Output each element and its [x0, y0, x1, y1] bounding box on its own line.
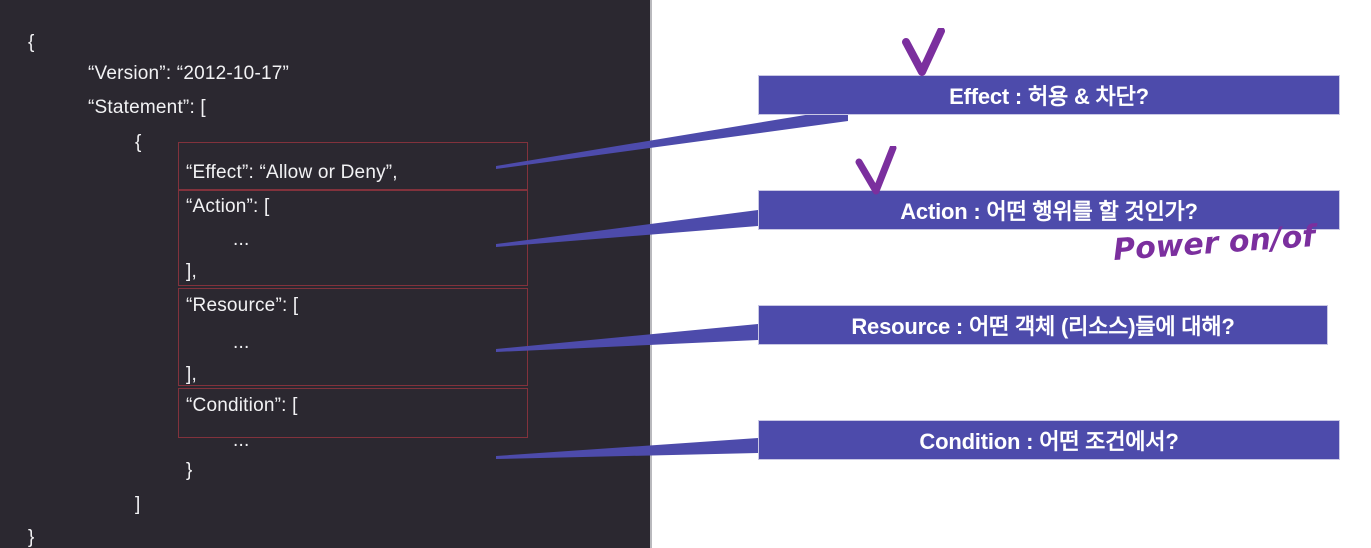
code-line-action: “Action”: [: [186, 196, 270, 217]
code-line: {: [28, 32, 35, 53]
banner-effect-label: Effect : 허용 & 차단?: [949, 84, 1149, 109]
banner-action[interactable]: Action : 어떤 행위를 할 것인가?: [758, 190, 1340, 230]
code-line: ],: [186, 364, 197, 385]
code-line: }: [186, 460, 193, 481]
code-line-condition: “Condition”: [: [186, 395, 298, 416]
code-line: ],: [186, 261, 197, 282]
banner-resource[interactable]: Resource : 어떤 객체 (리소스)들에 대해?: [758, 305, 1328, 345]
code-line-ellipsis: ...: [233, 229, 250, 250]
banner-condition-label: Condition : 어떤 조건에서?: [919, 429, 1179, 454]
code-line: “Version”: “2012-10-17”: [88, 63, 290, 84]
banner-condition[interactable]: Condition : 어떤 조건에서?: [758, 420, 1340, 460]
banner-effect[interactable]: Effect : 허용 & 차단?: [758, 75, 1340, 115]
code-line: ]: [135, 494, 141, 515]
code-line-resource: “Resource”: [: [186, 295, 299, 316]
code-line: }: [28, 527, 35, 548]
checkmark-icon: [902, 28, 945, 76]
banner-resource-label: Resource : 어떤 객체 (리소스)들에 대해?: [851, 314, 1235, 339]
code-line-ellipsis: ...: [233, 430, 250, 451]
code-line-ellipsis: ...: [233, 332, 250, 353]
json-code-panel: { “Version”: “2012-10-17” “Statement”: […: [0, 0, 652, 548]
banner-action-label: Action : 어떤 행위를 할 것인가?: [900, 199, 1198, 224]
code-line: {: [135, 132, 142, 153]
code-line-effect: “Effect”: “Allow or Deny”,: [186, 162, 398, 183]
code-line: “Statement”: [: [88, 97, 206, 118]
